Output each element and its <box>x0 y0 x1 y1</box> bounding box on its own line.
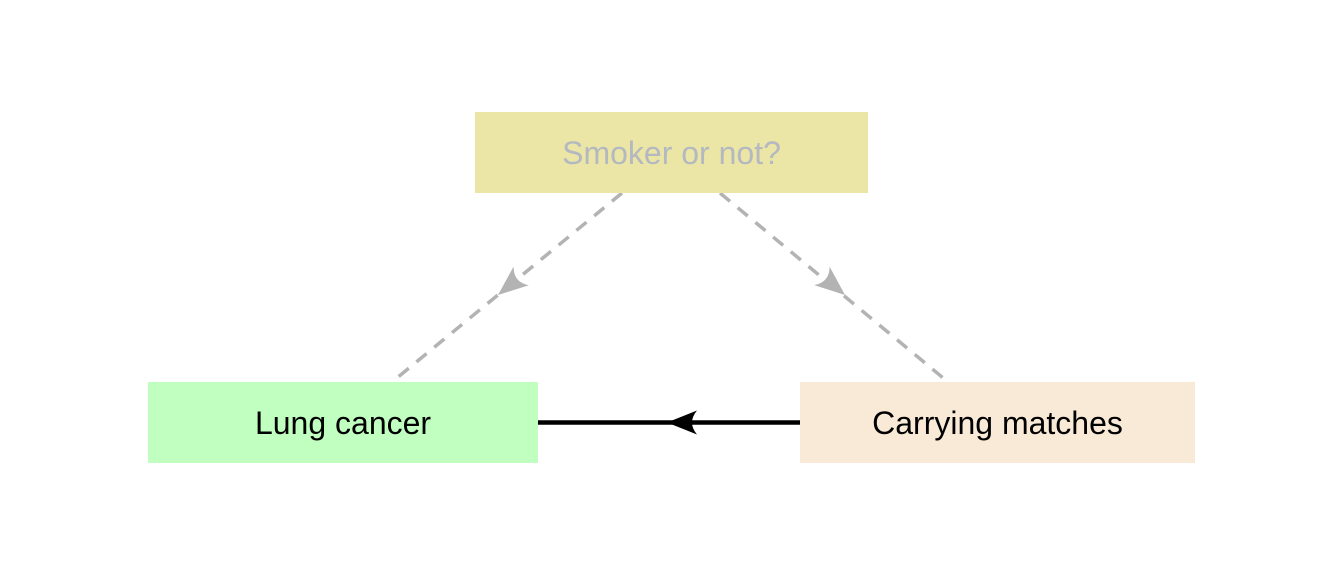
edge-smoker-to-carrying-matches <box>718 191 950 384</box>
node-smoker-or-not: Smoker or not? <box>475 112 868 193</box>
node-label-smoker-or-not: Smoker or not? <box>562 134 781 171</box>
edge-smoker-to-lung-cancer <box>390 191 624 384</box>
edge-carrying-matches-to-lung-cancer <box>538 410 800 435</box>
arrowhead-icon <box>814 266 845 295</box>
arrowhead-icon <box>667 410 697 435</box>
node-carrying-matches: Carrying matches <box>800 382 1195 463</box>
node-lung-cancer: Lung cancer <box>148 382 538 463</box>
node-label-lung-cancer: Lung cancer <box>254 404 432 441</box>
node-label-carrying-matches: Carrying matches <box>872 404 1123 441</box>
arrowhead-icon <box>498 266 529 295</box>
